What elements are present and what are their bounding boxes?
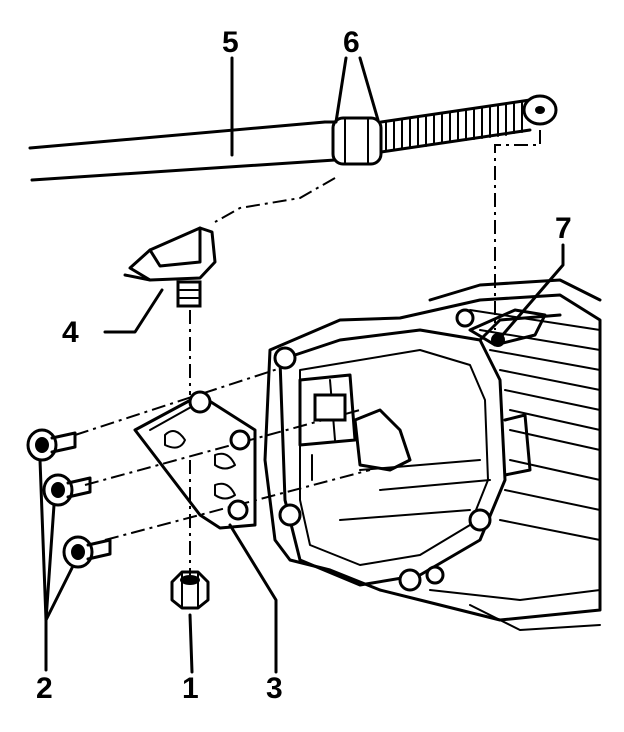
callout-6: 6 — [343, 26, 360, 59]
bolt-lower — [62, 535, 112, 569]
bolt-middle — [42, 473, 92, 507]
callout-7: 7 — [555, 212, 572, 245]
nut — [170, 570, 210, 610]
alignment-lines — [74, 130, 541, 575]
callout-5: 5 — [222, 26, 239, 59]
bolts — [26, 428, 112, 569]
callout-2: 2 — [36, 672, 53, 705]
transmission-housing — [263, 278, 602, 631]
cable-bracket-clip — [123, 226, 217, 308]
callout-1: 1 — [182, 672, 199, 705]
cable-thread — [385, 101, 523, 152]
callout-3: 3 — [266, 672, 283, 705]
callout-4: 4 — [62, 316, 79, 349]
shift-cable — [28, 94, 558, 182]
leader-lines — [38, 56, 565, 674]
mounting-plate — [133, 390, 257, 530]
bolt-upper — [26, 428, 77, 462]
